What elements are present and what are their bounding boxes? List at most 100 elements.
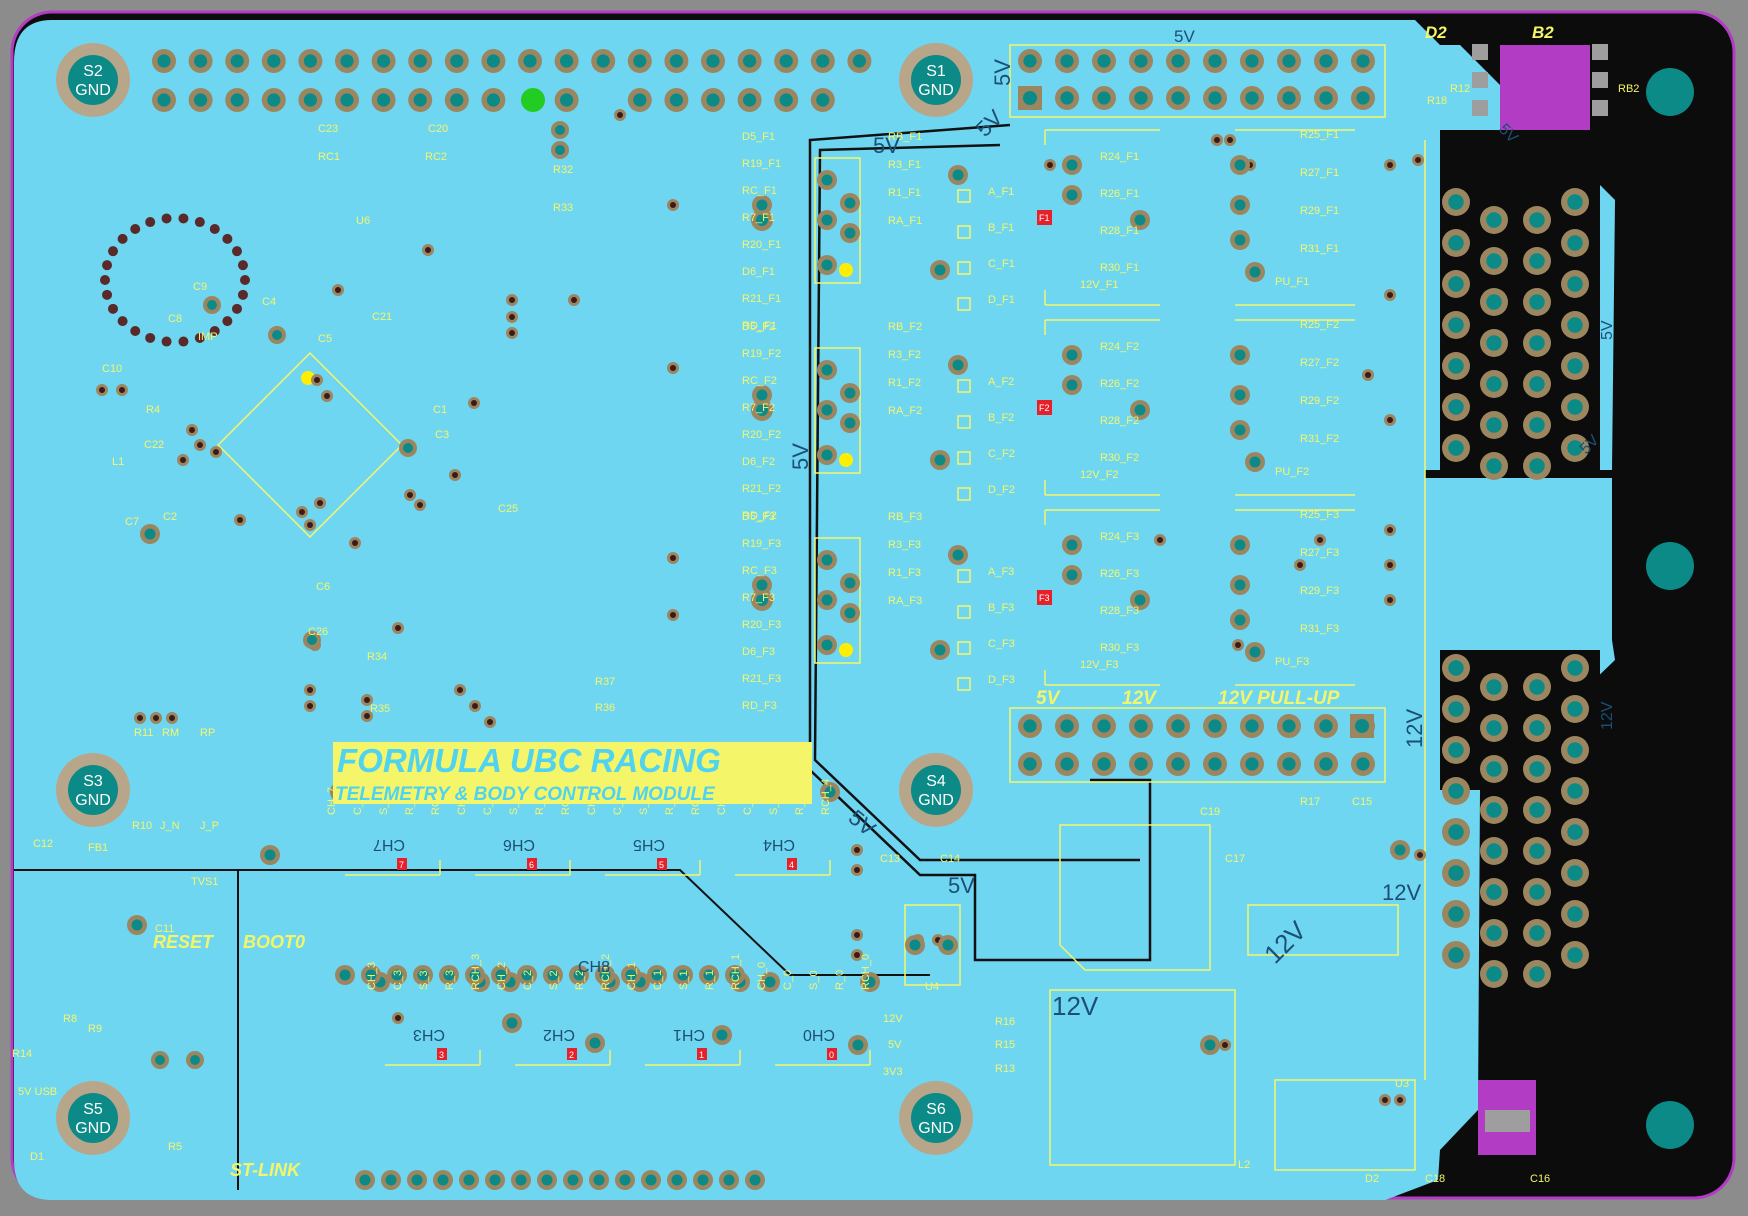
rail-label-12v: 12V	[1122, 688, 1157, 709]
label-header-5v: 5V	[1174, 27, 1195, 46]
label-reset: RESET	[153, 932, 215, 952]
resistor-pad	[1062, 565, 1082, 585]
silk-d_f2: D_F2	[988, 484, 1015, 496]
label-r18: R18	[1427, 95, 1447, 107]
silk-r30_f2: R30_F2	[1100, 452, 1139, 464]
silk-outline	[1009, 707, 1386, 783]
silk-c23: C23	[318, 123, 338, 135]
via	[506, 327, 518, 339]
connector-pin	[1523, 206, 1551, 234]
silk-r3_f2: R3_F2	[888, 349, 921, 361]
header-pin	[152, 88, 176, 112]
svg-text:S2: S2	[83, 63, 103, 80]
pad	[127, 915, 147, 935]
via	[392, 622, 404, 634]
pad	[186, 1051, 204, 1069]
connector-pad	[433, 1170, 453, 1190]
fuse-pin	[817, 255, 837, 275]
silk-r36: R36	[595, 702, 615, 714]
resistor-pad	[1230, 155, 1250, 175]
resistor-pad	[1062, 185, 1082, 205]
connector-pin	[1442, 434, 1470, 462]
connector-pin	[1480, 714, 1508, 742]
header-pin	[371, 49, 396, 73]
pin-headers	[152, 49, 1589, 988]
logo-box	[333, 742, 812, 804]
silk-r4: R4	[146, 404, 160, 416]
pad	[203, 296, 221, 314]
connector-pin	[1523, 755, 1551, 783]
via	[311, 374, 323, 386]
fuse-marker-f3	[1037, 590, 1052, 605]
diode-pad	[948, 545, 968, 565]
silk-r34: R34	[367, 651, 387, 663]
via	[1232, 639, 1244, 651]
via	[194, 439, 206, 451]
silk-ch_3: CH_3	[366, 962, 378, 990]
connector-pin	[1561, 188, 1589, 216]
via	[469, 700, 481, 712]
silk-d_f1: D_F1	[988, 294, 1015, 306]
can-ch2-label: CH2	[543, 1026, 575, 1043]
silk-a_f2: A_F2	[988, 376, 1014, 388]
via	[667, 609, 679, 621]
silk-r21_f2: R21_F2	[742, 483, 781, 495]
silk-r37: R37	[595, 676, 615, 688]
silk-c5: C5	[318, 333, 332, 345]
silk-ra_f1: RA_F1	[888, 215, 922, 227]
svg-text:GND: GND	[75, 792, 111, 809]
silk-rd_f1: RD_F1	[742, 320, 777, 332]
svg-text:F1: F1	[1039, 213, 1050, 223]
header-pin	[1055, 752, 1079, 776]
connector-pad	[537, 1170, 557, 1190]
via	[210, 446, 222, 458]
header-pin	[408, 88, 433, 112]
connector-pin	[1523, 452, 1551, 480]
header-pin	[1240, 86, 1264, 110]
connector-pad	[407, 1170, 427, 1190]
header-pin	[664, 88, 689, 112]
silk-b_f3: B_F3	[988, 602, 1014, 614]
silk-outline	[814, 347, 861, 474]
via	[186, 424, 198, 436]
via	[116, 384, 128, 396]
connector-pad	[543, 965, 563, 985]
silk-ra_f2: RA_F2	[888, 405, 922, 417]
resistor-pad	[752, 195, 772, 215]
connector-pin	[1480, 960, 1508, 988]
fuse-pin	[840, 383, 860, 403]
connector-pad	[439, 965, 459, 985]
silk-r10: R10	[132, 820, 152, 832]
diode-pad	[930, 450, 950, 470]
via	[134, 712, 146, 724]
pad	[130, 326, 141, 337]
can-marker-7	[397, 858, 407, 870]
net-5v-6: 5V	[948, 873, 975, 898]
net-12v-5: 12V	[1052, 991, 1099, 1021]
diode-pad	[948, 355, 968, 375]
silk-c_2: C_2	[522, 970, 534, 990]
via	[484, 716, 496, 728]
connector-dark-region	[1440, 130, 1600, 478]
connector-pad	[725, 965, 745, 985]
label-rb2: RB2	[1618, 83, 1639, 95]
fuse-pin	[840, 223, 860, 243]
header-pin	[261, 49, 286, 73]
silk-c14: C14	[940, 853, 960, 865]
header-pin	[627, 88, 652, 112]
silk-s_1: S_1	[678, 970, 690, 990]
cap-outline	[1059, 824, 1211, 971]
pad	[145, 217, 156, 228]
via	[1362, 369, 1374, 381]
silk-d6_f2: D6_F2	[742, 456, 775, 468]
can-marker-5	[657, 858, 667, 870]
pad	[140, 524, 160, 544]
connector-pin	[1561, 900, 1589, 928]
header-pin	[1018, 714, 1042, 738]
can-ch7-label: CH7	[373, 836, 405, 853]
silk-r21_f1: R21_F1	[742, 293, 781, 305]
header-pin	[1351, 86, 1375, 110]
silk-c16: C16	[1530, 1173, 1550, 1185]
silk-c4: C4	[262, 296, 276, 308]
svg-text:F3: F3	[1039, 593, 1050, 603]
